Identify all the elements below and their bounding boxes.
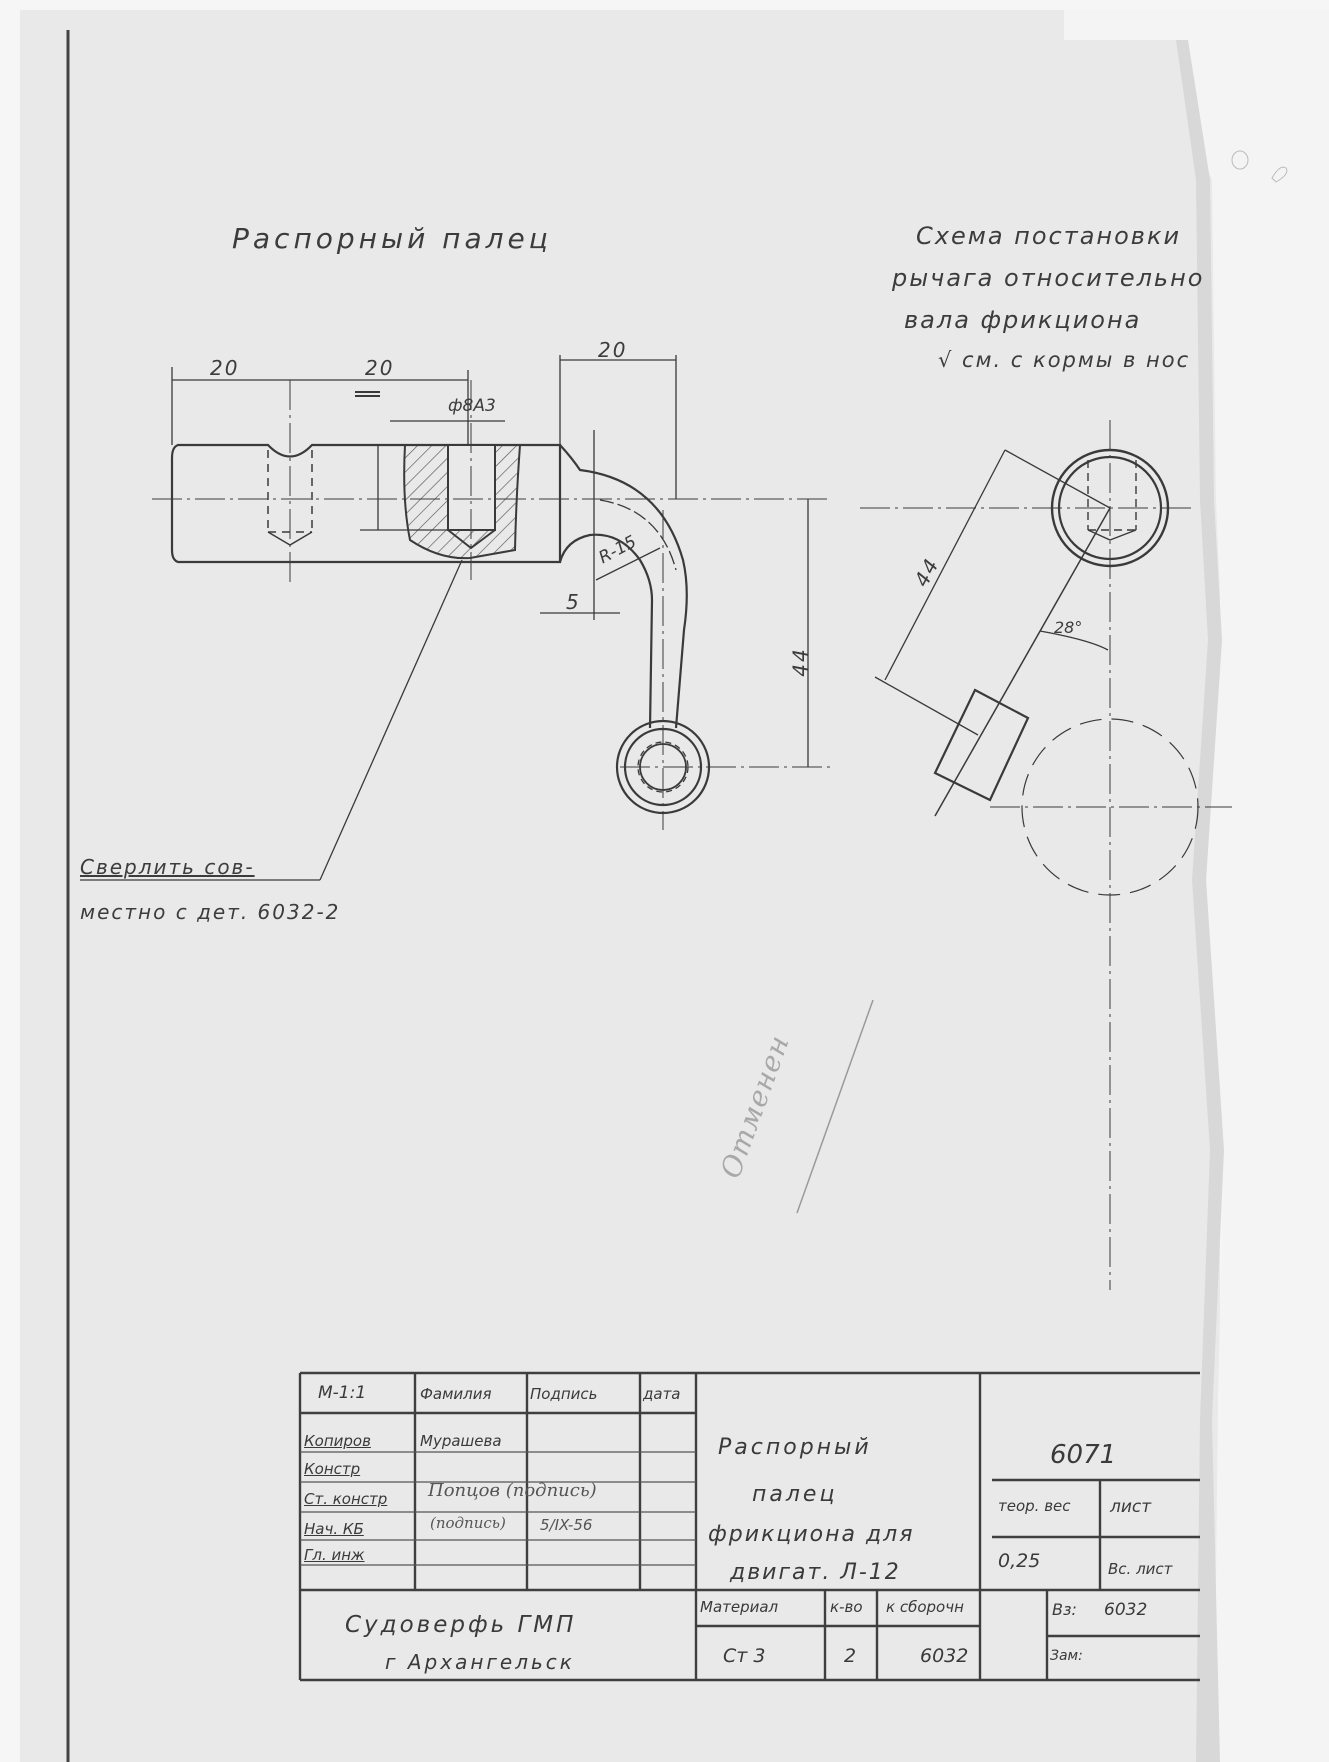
header-date: дата	[643, 1385, 681, 1403]
part-name-line4: двигат. Л-12	[730, 1560, 901, 1585]
signature-senior-designer: Попцов (подпись)	[428, 1480, 597, 1501]
center-lines	[152, 380, 830, 830]
note-line2: местно с дет. 6032-2	[80, 900, 341, 924]
scheme-view	[860, 420, 1232, 1290]
title-block-rowlines	[300, 1451, 696, 1566]
dimension-lines	[80, 355, 809, 881]
signature-bureau-chief: (подпись)	[430, 1514, 506, 1532]
role-senior-designer: Ст. констр	[304, 1490, 388, 1508]
qty-value: 2	[844, 1645, 857, 1667]
dim-left-20: 20	[210, 356, 240, 380]
pencil-strike-line	[796, 999, 874, 1214]
material-label: Материал	[700, 1598, 779, 1616]
dim-offset-5: 5	[566, 590, 581, 614]
role-copier: Копиров	[304, 1432, 371, 1450]
dim-angle: 28°	[1054, 618, 1083, 637]
date-bureau-chief: 5/IX-56	[540, 1516, 593, 1534]
part-title: Распорный палец	[232, 222, 552, 255]
replaces-label: Вз:	[1052, 1600, 1077, 1619]
part-name-line1: Распорный	[718, 1435, 872, 1460]
qty-label: к-во	[830, 1598, 863, 1616]
role-designer: Констр	[304, 1460, 361, 1478]
weight-label: теор. вес	[998, 1497, 1071, 1515]
org-line1: Судоверфь ГМП	[345, 1612, 577, 1638]
surname-copier: Мурашева	[420, 1432, 502, 1450]
part-name-line3: фрикциона для	[708, 1522, 915, 1547]
role-bureau-chief: Нач. КБ	[304, 1520, 364, 1538]
scheme-title-line2: рычага относительно	[892, 264, 1205, 292]
replaces-value: 6032	[1104, 1600, 1148, 1620]
drawing-number: 6071	[1050, 1440, 1117, 1470]
total-sheets-label: Вс. лист	[1108, 1560, 1173, 1578]
note-line1: Сверлить сов-	[80, 855, 255, 879]
dim-middle-20: 20	[365, 356, 395, 380]
title-block-grid	[298, 1371, 1200, 1682]
scheme-title-line4: √ см. с кормы в нос	[938, 348, 1191, 372]
sheet-label: лист	[1110, 1497, 1152, 1517]
header-signature: Подпись	[530, 1385, 598, 1403]
weight-value: 0,25	[998, 1550, 1041, 1572]
scale-label: М-1:1	[318, 1383, 367, 1403]
scheme-title-line3: вала фрикциона	[904, 306, 1142, 334]
dim-height-44: 44	[788, 647, 813, 677]
dim-bore: ф8А3	[448, 396, 496, 416]
replaced-by-label: Зам:	[1050, 1648, 1083, 1664]
assembly-label: к сборочн	[886, 1598, 964, 1616]
material-value: Ст 3	[723, 1645, 766, 1667]
header-surname: Фамилия	[420, 1385, 492, 1403]
assembly-value: 6032	[920, 1645, 969, 1667]
dim-right-20: 20	[598, 338, 628, 362]
paper-sheet	[20, 10, 1220, 1762]
role-chief-engineer: Гл. инж	[304, 1546, 365, 1564]
part-name-line2: палец	[752, 1482, 838, 1507]
scheme-title-line1: Схема постановки	[916, 222, 1182, 250]
pin-view	[170, 443, 711, 815]
org-line2: г Архангельск	[385, 1650, 575, 1674]
